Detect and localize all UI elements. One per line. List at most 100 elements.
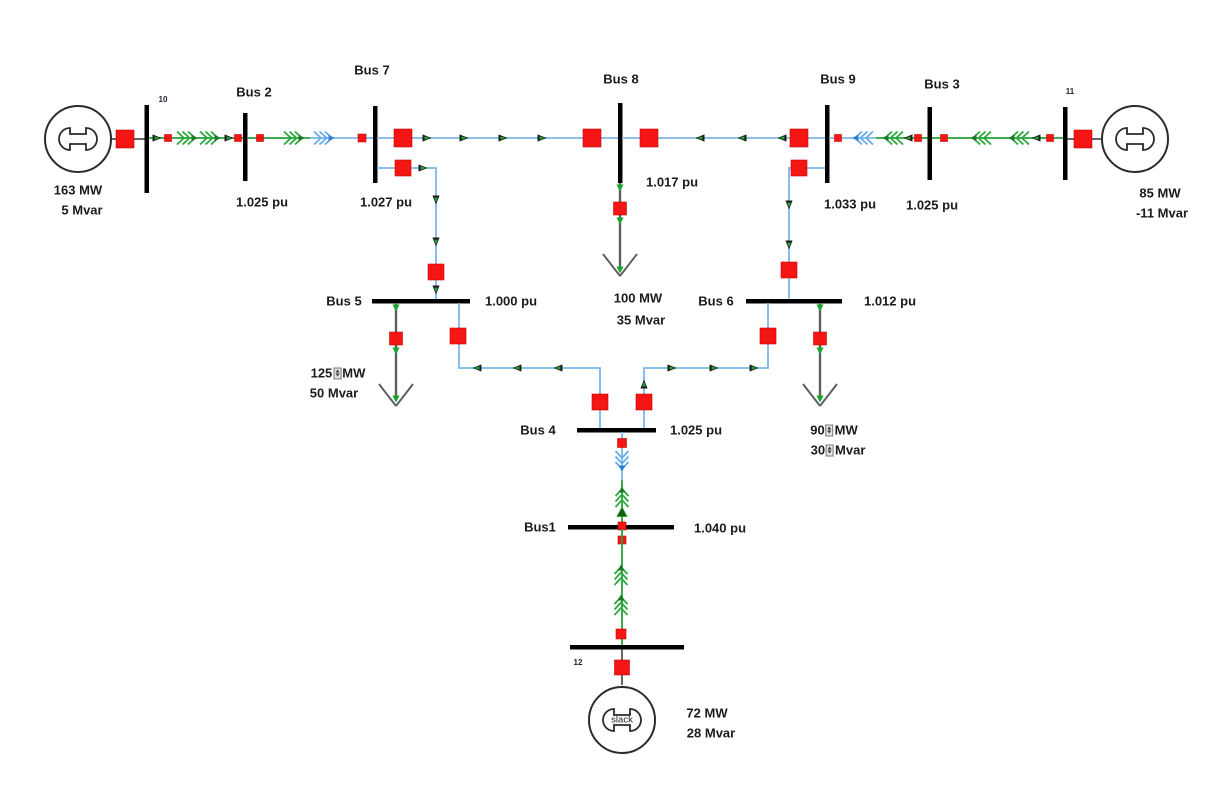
load-bus6-mw-value: 90 — [810, 422, 825, 438]
generator-right-symbol — [1101, 105, 1169, 173]
breaker-bus7-bus8[interactable] — [393, 128, 413, 148]
bus-9-bar — [825, 105, 830, 183]
bus-11-id: 11 — [1065, 87, 1075, 96]
bus-2-voltage: 1.025 pu — [235, 194, 289, 210]
bus-6-voltage: 1.012 pu — [863, 293, 917, 309]
flow-arrow — [785, 240, 793, 250]
load-bus5-arrowhead — [378, 383, 414, 407]
breaker-bus8-east[interactable] — [639, 128, 659, 148]
bus-7-bar — [373, 106, 378, 183]
flow-arrow — [512, 364, 522, 372]
flow-arrow — [785, 200, 793, 210]
gen-right-mvar: -11 Mvar — [1135, 205, 1189, 221]
bus-6-label: Bus 6 — [698, 293, 734, 309]
bus-5-voltage: 1.000 pu — [484, 293, 538, 309]
load-bus5-mw-spinner[interactable] — [333, 367, 342, 379]
load-bus6-mvar-value: 30 — [810, 442, 826, 458]
load-junction-marker — [816, 304, 824, 312]
flow-arrow — [432, 237, 440, 247]
bus-8-voltage: 1.017 pu — [645, 174, 699, 190]
flow-arrow — [737, 134, 747, 142]
breaker-bus9-south[interactable] — [790, 159, 808, 177]
breaker-bus6-south[interactable] — [759, 327, 777, 345]
bus-6-bar — [746, 299, 842, 304]
breaker-bus8-west[interactable] — [582, 128, 602, 148]
load-bus6-arrowhead — [802, 383, 838, 407]
load-bus5-mw-value: 125 — [310, 365, 333, 381]
flow-arrow — [537, 134, 547, 142]
breaker-dot[interactable] — [914, 134, 922, 142]
flow-arrow — [709, 364, 719, 372]
breaker-dot[interactable] — [1046, 134, 1054, 142]
breaker-dot[interactable] — [164, 134, 172, 142]
breaker-load-bus8[interactable] — [613, 201, 627, 216]
load-junction-marker — [616, 217, 624, 225]
bus-2-label: Bus 2 — [236, 84, 272, 100]
breaker-dot[interactable] — [357, 133, 367, 143]
breaker-bus5-north[interactable] — [427, 263, 445, 281]
load-junction-marker — [392, 304, 400, 312]
load-junction-marker — [816, 347, 824, 355]
breaker-load-bus5[interactable] — [389, 331, 403, 346]
flow-arrow — [224, 134, 234, 142]
bus-3-voltage: 1.025 pu — [905, 197, 959, 213]
load-bus6-mw: 90 MW — [810, 424, 858, 437]
breaker-gen-slack[interactable] — [614, 659, 630, 676]
bus-3-label: Bus 3 — [924, 76, 960, 92]
breaker-dot[interactable] — [617, 521, 627, 531]
load-bus6-mvar-spinner[interactable] — [826, 444, 835, 456]
flow-arrow — [459, 134, 469, 142]
gen-right-mw: 85 MW — [1139, 185, 1181, 201]
breaker-dot[interactable] — [234, 134, 242, 142]
load-bus6-mw-spinner[interactable] — [825, 424, 834, 436]
breaker-gen-right[interactable] — [1073, 129, 1093, 149]
breaker-bus5-south[interactable] — [449, 327, 467, 345]
flow-arrow — [152, 134, 162, 142]
bus-11-bar — [1063, 107, 1068, 180]
flow-chevrons-green — [613, 563, 629, 586]
breaker-bus4-east[interactable] — [635, 393, 653, 411]
flow-arrow — [432, 285, 440, 295]
generator-left-symbol — [44, 105, 112, 173]
flow-arrow — [498, 134, 508, 142]
gen-left-mw: 163 MW — [53, 182, 103, 198]
breaker-load-bus6[interactable] — [813, 331, 827, 346]
breaker-dot[interactable] — [617, 438, 627, 448]
breaker-bus9-west[interactable] — [789, 128, 809, 148]
breaker-bus4-west[interactable] — [591, 393, 609, 411]
breaker-bus6-north[interactable] — [780, 261, 798, 279]
load-bus5-mvar: 50 Mvar — [309, 385, 359, 401]
breaker-gen-left[interactable] — [115, 129, 135, 149]
gen-slack-tag: slack — [611, 714, 633, 726]
bus-7-voltage: 1.027 pu — [359, 194, 413, 210]
bus-1-label: Bus1 — [524, 519, 556, 535]
flow-arrow — [777, 134, 787, 142]
flow-chevrons-green — [613, 593, 629, 616]
bus-2-bar — [243, 113, 248, 181]
bus-4-bar — [577, 428, 656, 433]
flow-arrow — [422, 134, 432, 142]
load-bus8-mw: 100 MW — [613, 290, 663, 306]
breaker-dot[interactable] — [940, 134, 948, 142]
load-bus6-mw-unit: MW — [834, 422, 858, 438]
flow-arrow — [553, 364, 563, 372]
bus-4-voltage: 1.025 pu — [669, 422, 723, 438]
load-junction-marker — [392, 347, 400, 355]
bus-9-label: Bus 9 — [820, 71, 856, 87]
breaker-dot[interactable] — [834, 134, 842, 142]
breaker-bus7-south[interactable] — [394, 159, 412, 177]
line-bus9-bus6 — [788, 167, 825, 299]
load-bus8-mvar: 35 Mvar — [616, 312, 666, 328]
gen-slack-mvar: 28 Mvar — [686, 725, 736, 741]
breaker-dot[interactable] — [256, 134, 264, 142]
line-bus7-bus5 — [377, 167, 437, 299]
breaker-dot[interactable] — [615, 628, 627, 640]
load-bus8-arrowhead — [602, 253, 638, 277]
gen-left-mvar: 5 Mvar — [61, 202, 103, 218]
bus-3-bar — [927, 107, 932, 180]
flow-arrow — [1031, 134, 1041, 142]
bus-8-label: Bus 8 — [603, 71, 639, 87]
